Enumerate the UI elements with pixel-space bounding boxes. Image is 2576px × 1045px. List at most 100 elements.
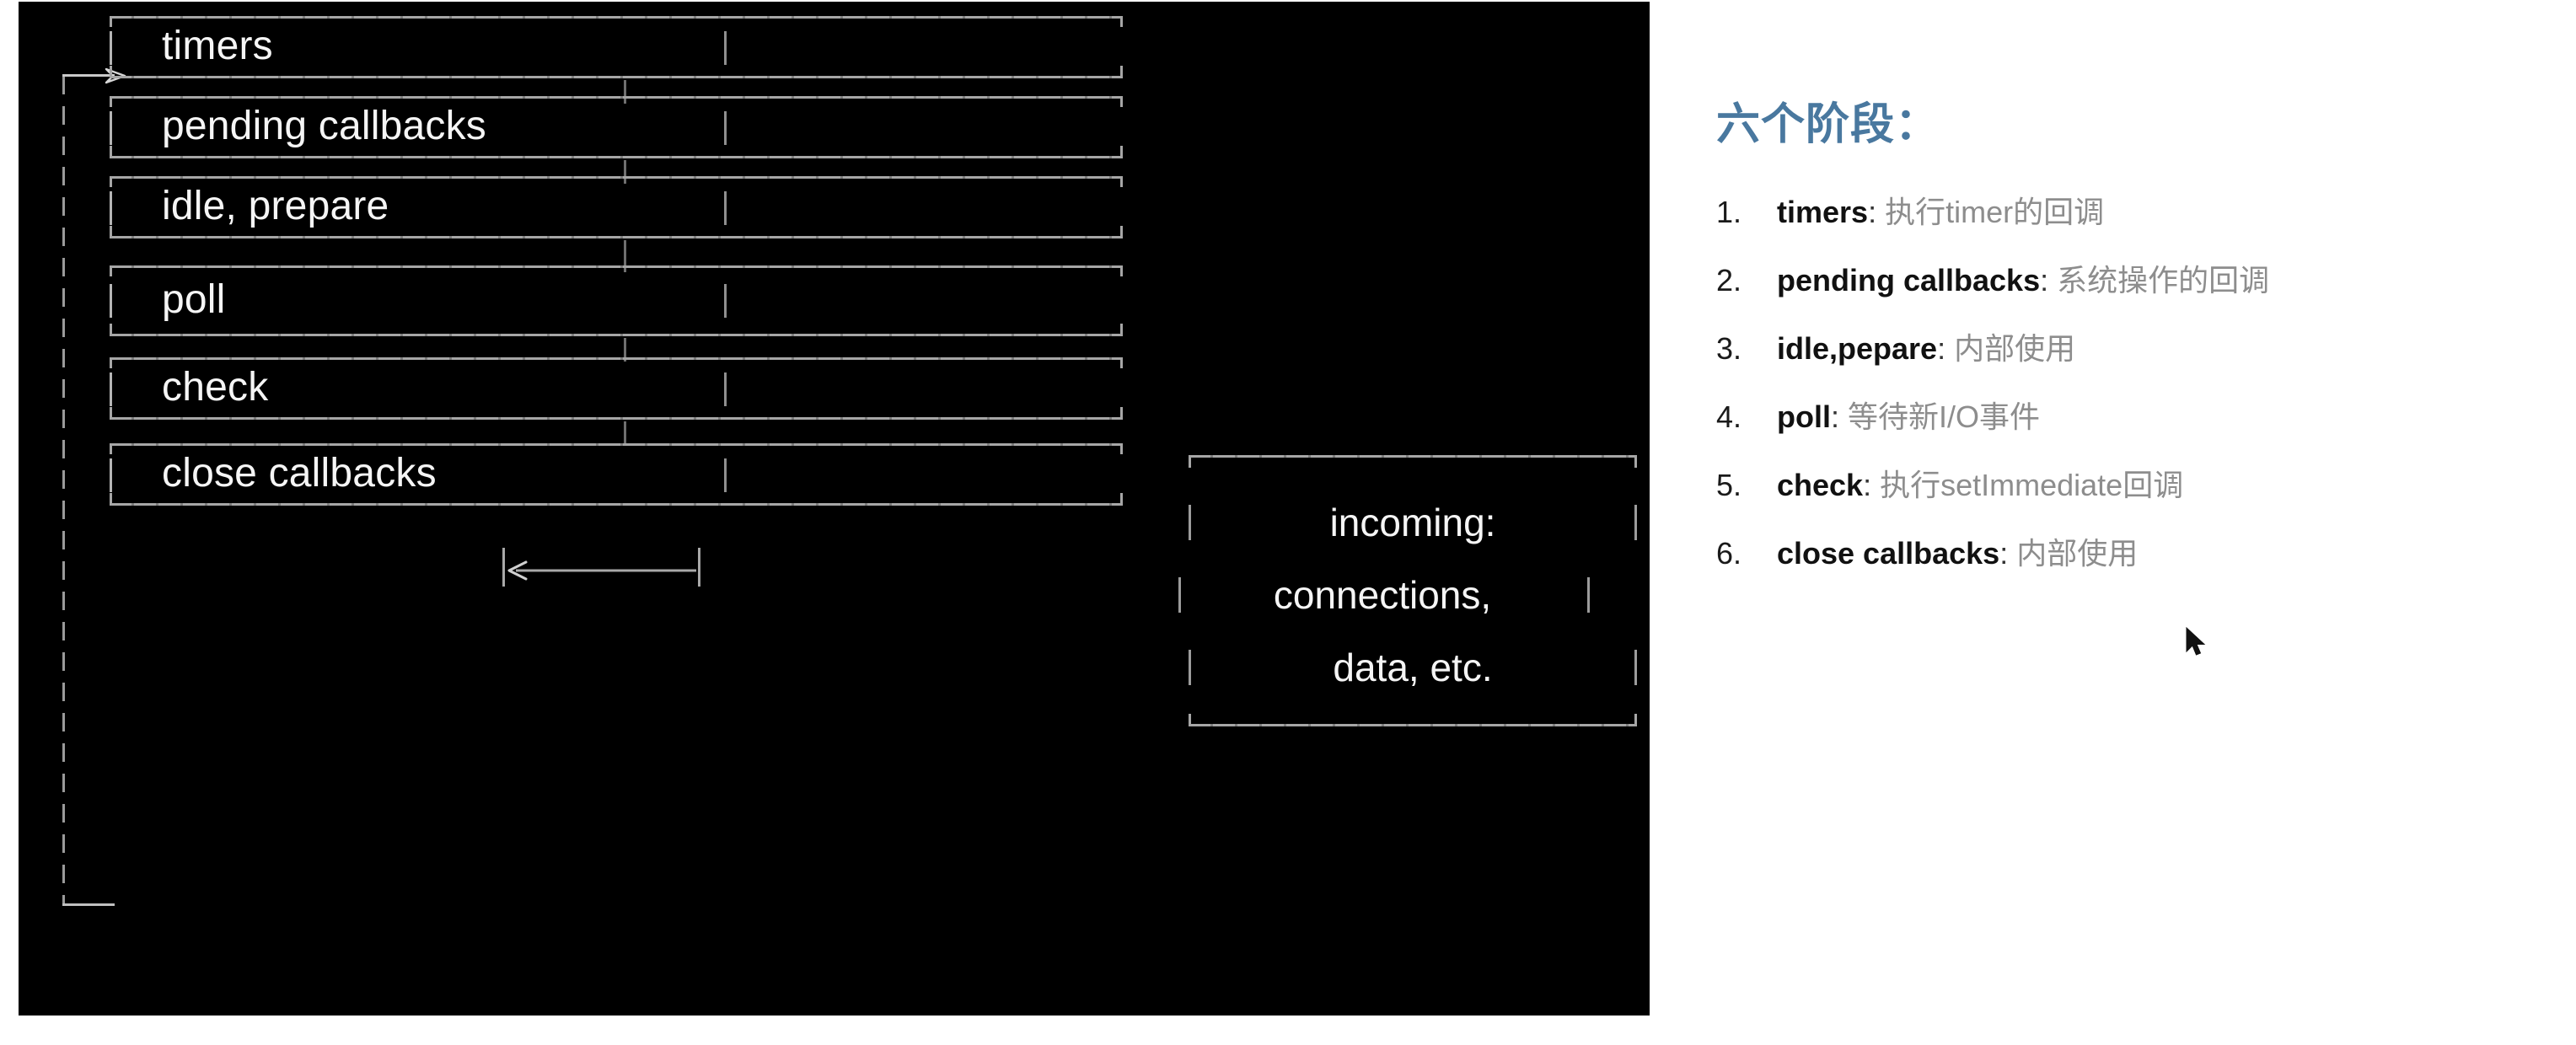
box-pipe-left [110, 372, 112, 406]
box-corner-tr [1120, 96, 1123, 107]
phase-box-close-callbacks: close callbacks [110, 443, 1123, 506]
poll-arrow-cap-left [502, 548, 505, 587]
note-item-2: 2. pending callbacks: 系统操作的回调 [1716, 261, 2559, 299]
incoming-connections-box: incoming: connections, data, etc. [1178, 455, 1637, 726]
note-colon: : [1999, 536, 2009, 571]
note-description: 内部使用 [1954, 331, 2076, 367]
box-corner-br [1120, 493, 1123, 504]
box-top-border [110, 265, 1123, 268]
box-pipe-right [1587, 577, 1590, 613]
note-item-3: 3. idle,pepare: 内部使用 [1716, 330, 2559, 367]
incoming-text: data, etc. [1333, 646, 1493, 689]
box-corner-br [1120, 407, 1123, 418]
loopback-entry-line [62, 74, 115, 77]
note-description: 执行setImmediate回调 [1880, 468, 2184, 503]
note-colon: : [1868, 195, 1877, 230]
box-corner-br [1634, 714, 1637, 726]
phase-box-idle-prepare: idle, prepare [110, 176, 1123, 238]
note-description: 内部使用 [2016, 536, 2139, 571]
box-corner-bl [110, 146, 112, 157]
note-item-6: 6. close callbacks: 内部使用 [1716, 534, 2559, 572]
note-number: 5. [1716, 468, 1742, 503]
phase-label: check [162, 365, 269, 410]
box-corner-bl [1189, 714, 1191, 726]
mouse-cursor-icon [2185, 627, 2210, 661]
box-bottom-border [110, 236, 1123, 238]
note-colon: : [1863, 468, 1872, 503]
incoming-text: incoming: [1329, 501, 1496, 544]
note-body: idle,pepare: 内部使用 [1777, 330, 2075, 367]
note-number: 2. [1716, 263, 1742, 298]
box-pipe-left [1178, 577, 1181, 613]
note-body: poll: 等待新I/O事件 [1777, 398, 2040, 436]
box-corner-bl [110, 66, 112, 77]
close-callbacks-stub [62, 903, 115, 906]
box-corner-bl [110, 324, 112, 335]
box-bottom-border [110, 417, 1123, 420]
box-pipe-right [724, 31, 727, 65]
box-top-border [110, 357, 1123, 360]
box-pipe-left [110, 284, 112, 318]
box-bottom-border [110, 76, 1123, 78]
box-top-border [1189, 455, 1637, 458]
box-pipe-left [110, 458, 112, 492]
arrow-left-icon [504, 558, 700, 583]
phase-box-pending-callbacks: pending callbacks [110, 96, 1123, 158]
phase-connector-tick [624, 80, 626, 104]
box-corner-tl [110, 16, 112, 27]
box-pipe-left [1189, 505, 1191, 540]
phase-label: poll [162, 277, 226, 322]
note-item-5: 5. check: 执行setImmediate回调 [1716, 466, 2559, 504]
note-colon: : [1830, 399, 1839, 435]
box-corner-tr [1634, 455, 1637, 468]
note-term: poll [1777, 399, 1831, 435]
box-bottom-border [110, 334, 1123, 336]
event-loop-diagram-panel: timers pending callbacks idle, prepare [19, 2, 1650, 1016]
note-colon: : [1937, 331, 1946, 367]
box-corner-tr [1120, 16, 1123, 27]
phase-box-timers: timers [110, 16, 1123, 78]
phase-box-poll: poll [110, 265, 1123, 336]
note-number: 4. [1716, 399, 1742, 435]
box-pipe-left [110, 111, 112, 145]
phase-box-check: check [110, 357, 1123, 420]
box-corner-tl [110, 443, 112, 454]
phase-connector-tick [624, 338, 626, 362]
box-bottom-border [110, 156, 1123, 158]
phases-notes-panel: 六个阶段： 1. timers: 执行timer的回调 2. pending c… [1716, 100, 2559, 603]
box-corner-br [1120, 226, 1123, 237]
poll-arrow-cap-right [698, 548, 700, 587]
phase-connector-tick [624, 160, 626, 184]
note-item-4: 4. poll: 等待新I/O事件 [1716, 398, 2559, 436]
box-pipe-right [1634, 505, 1637, 540]
box-corner-bl [110, 407, 112, 418]
box-pipe-right [724, 191, 727, 225]
note-term: timers [1777, 195, 1869, 230]
phase-label: close callbacks [162, 451, 437, 496]
box-corner-tl [110, 265, 112, 276]
note-body: check: 执行setImmediate回调 [1777, 466, 2183, 504]
box-pipe-right [724, 111, 727, 145]
phase-label: idle, prepare [162, 184, 389, 228]
incoming-line-2: connections, [1178, 560, 1637, 630]
incoming-line-3: data, etc. [1189, 632, 1637, 703]
box-corner-br [1120, 324, 1123, 335]
box-corner-tr [1120, 443, 1123, 454]
box-corner-bl [110, 493, 112, 504]
note-term: close callbacks [1777, 536, 2000, 571]
note-term: idle,pepare [1777, 331, 1938, 367]
box-top-border [110, 443, 1123, 446]
box-top-border [110, 16, 1123, 19]
note-description: 等待新I/O事件 [1848, 399, 2041, 435]
box-pipe-right [724, 372, 727, 406]
box-pipe-left [110, 31, 112, 65]
box-corner-tr [1120, 265, 1123, 276]
box-corner-bl [110, 226, 112, 237]
box-corner-tr [1120, 176, 1123, 187]
box-corner-tl [110, 176, 112, 187]
box-bottom-border [110, 503, 1123, 506]
phase-label: timers [162, 24, 273, 68]
box-corner-br [1120, 146, 1123, 157]
box-bottom-border [1189, 724, 1637, 726]
note-number: 3. [1716, 331, 1742, 367]
